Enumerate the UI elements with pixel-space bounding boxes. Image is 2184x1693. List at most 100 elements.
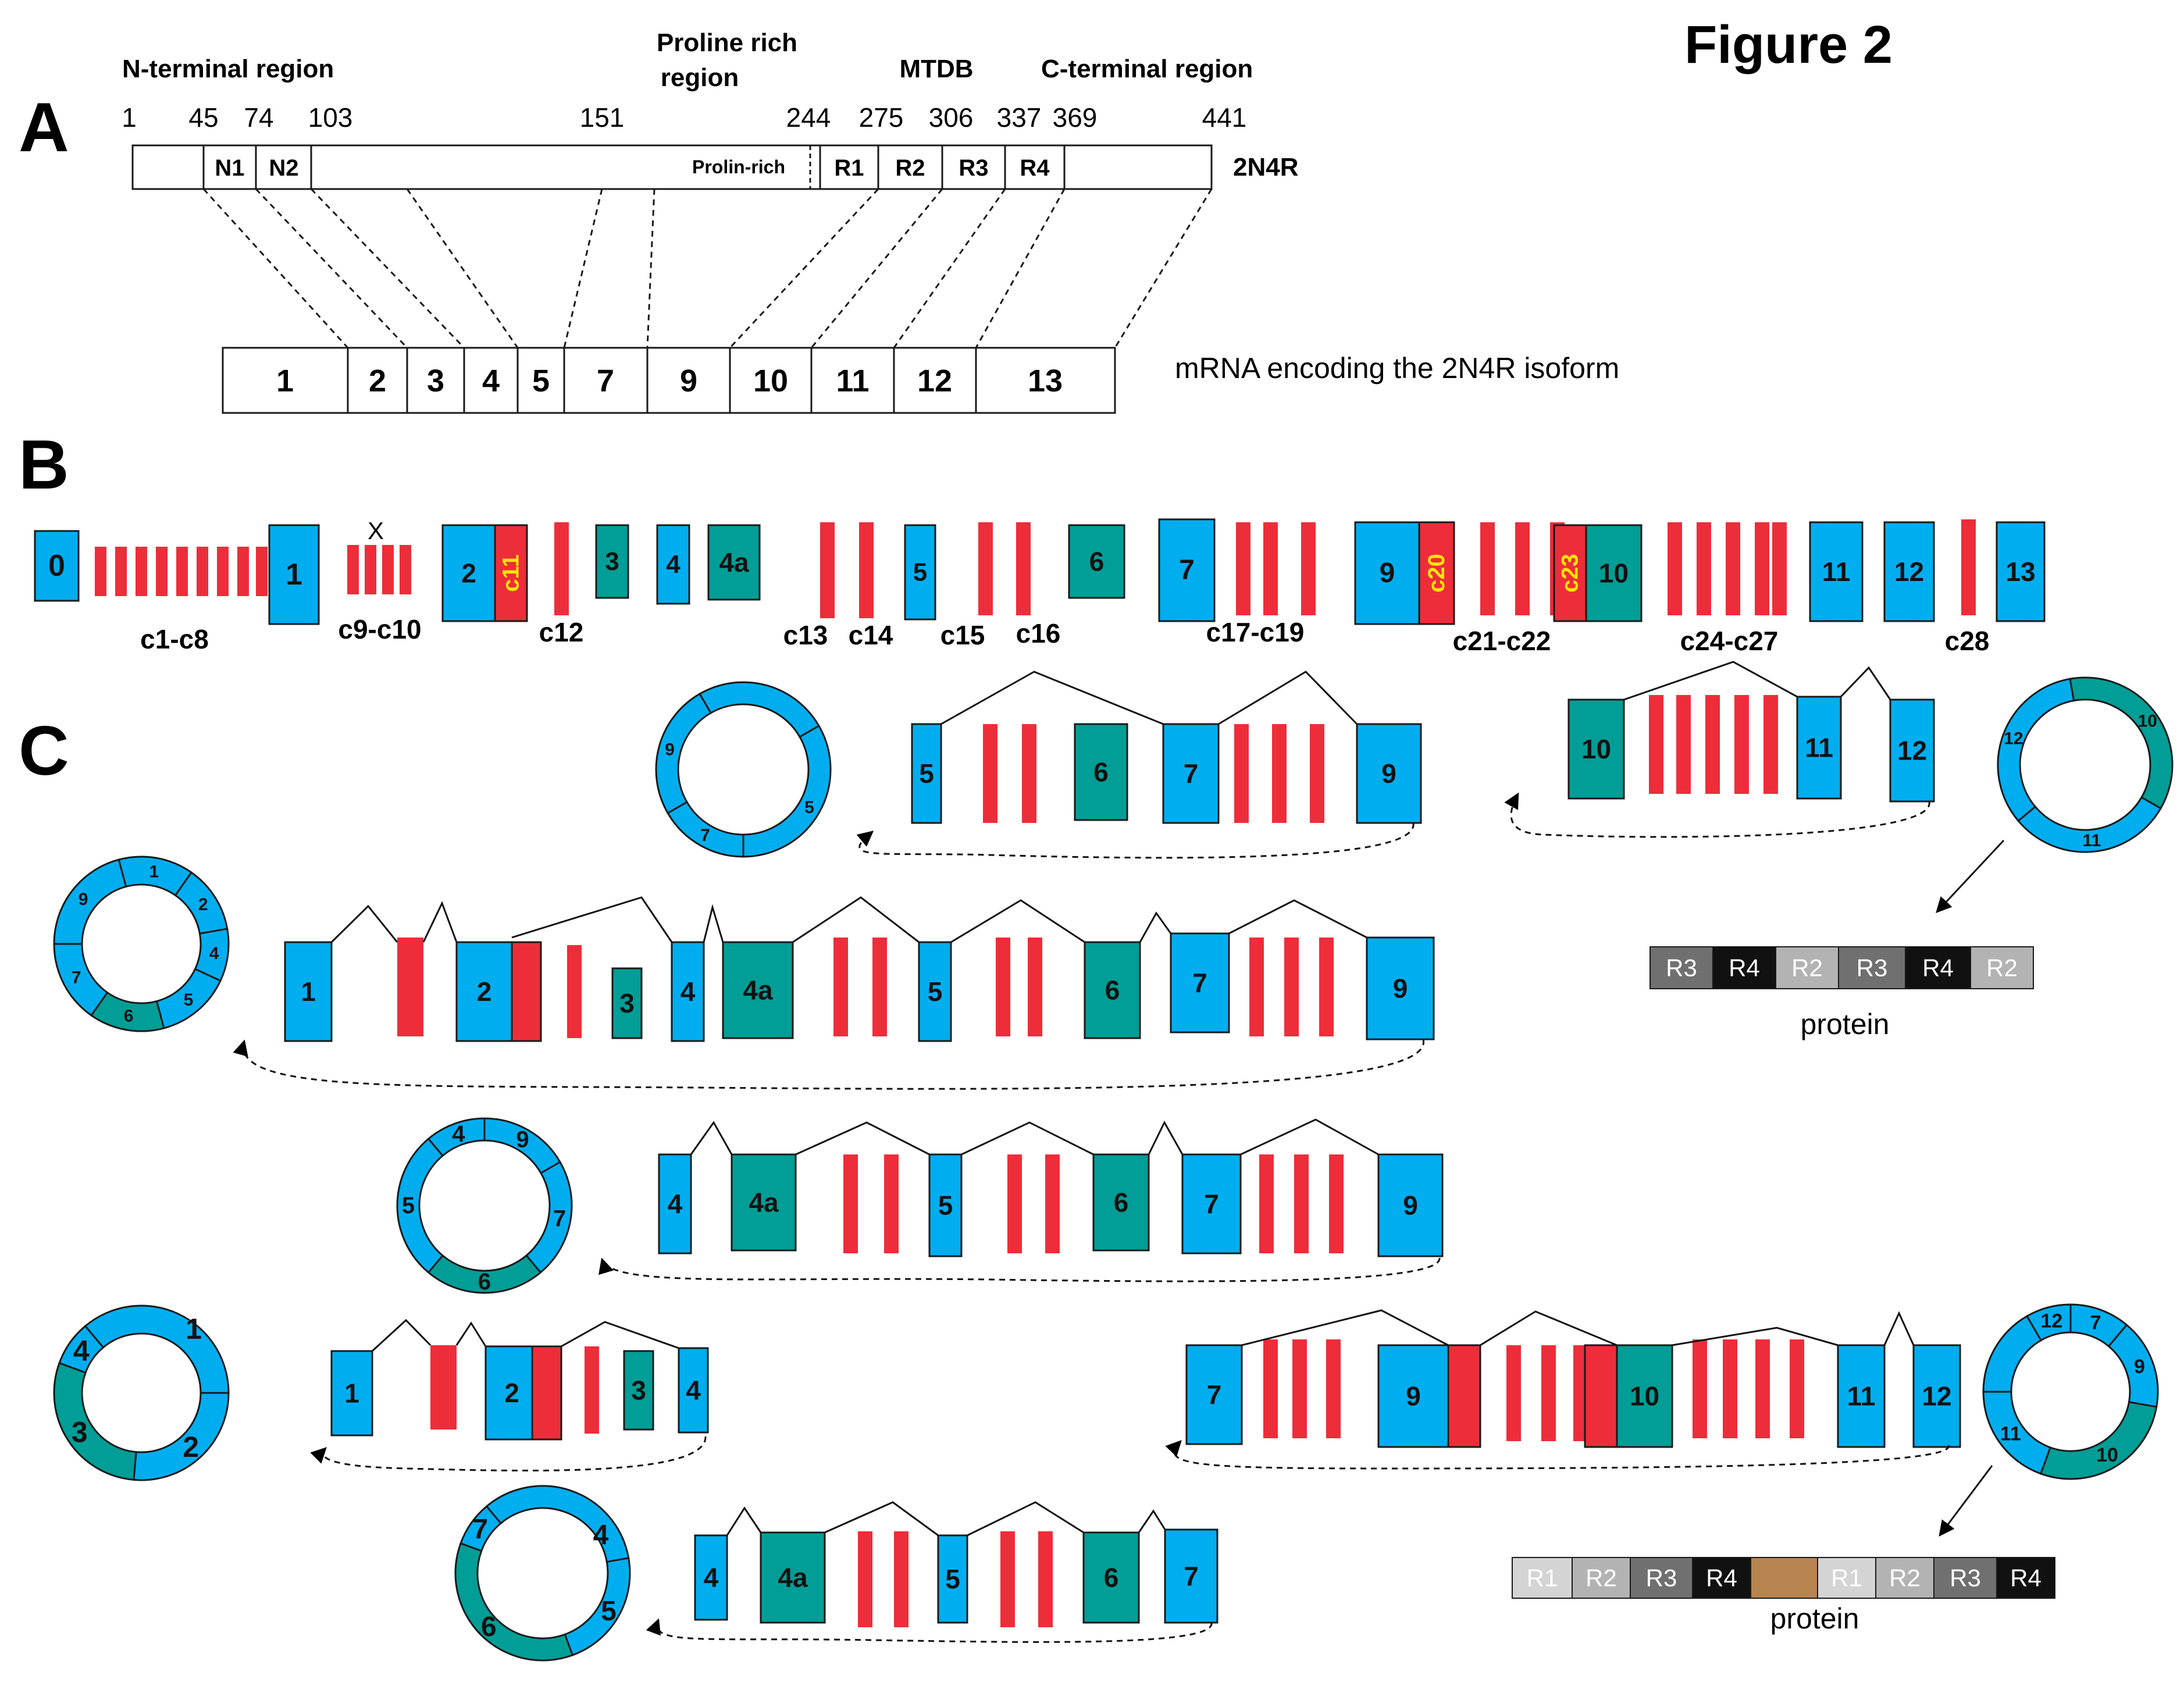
cluster-label: c12 (539, 617, 584, 647)
splice-junction (561, 1321, 679, 1349)
residue-number: 74 (244, 102, 273, 133)
cryptic-exon-bar (95, 547, 106, 596)
exon-label: 4 (704, 1563, 719, 1593)
exon-label: 1 (301, 976, 316, 1007)
exon-label: 10 (1630, 1381, 1659, 1412)
exon-box (1354, 521, 1420, 625)
domain-r2: R2 (895, 155, 925, 181)
exon-box (1377, 1153, 1444, 1257)
splice-junction (1228, 899, 1367, 939)
exon-label: 12 (2040, 1310, 2062, 1332)
circ-rna-segment (53, 858, 127, 945)
exon-box (1796, 696, 1842, 800)
exon-label: 7 (700, 826, 710, 845)
domain-n2: N2 (269, 155, 298, 181)
protein-repeat-label: R4 (1729, 954, 1760, 982)
splice-junction (1138, 1509, 1166, 1533)
exon-box (1883, 521, 1935, 622)
splice-junction (1939, 1465, 1993, 1537)
mrna-caption: mRNA encoding the 2N4R isoform (1175, 352, 1619, 384)
cluster-label: c28 (1945, 626, 1990, 656)
exon-box (656, 524, 690, 605)
protein-repeat (1649, 946, 1713, 989)
exon-label: 5 (938, 1191, 953, 1221)
cryptic-exon-bar (894, 1531, 908, 1627)
circ-rna-segment (53, 1361, 137, 1481)
cryptic-exon-bar (136, 547, 147, 596)
cryptic-exon-bar (1016, 522, 1031, 615)
protein-repeat (1838, 946, 1906, 989)
exon-box (904, 524, 936, 621)
circ-rna-segment (655, 693, 712, 815)
cryptic-exon-bar (176, 547, 188, 596)
exon-label: 10 (1599, 558, 1629, 589)
circ-rna-segment (2069, 676, 2174, 810)
cluster-label: c9-c10 (338, 614, 421, 644)
cryptic-exon-bar (1234, 724, 1249, 823)
protein-repeat (1750, 1557, 1818, 1599)
cluster-label: c21-c22 (1453, 626, 1551, 656)
cryptic-exon-bar (1723, 1339, 1737, 1438)
exon-box (1185, 1344, 1243, 1445)
cryptic-exon-bar (1294, 1154, 1309, 1253)
circ-rna-segment (1997, 678, 2075, 822)
exon-label: 5 (804, 798, 814, 817)
cryptic-exon-bar (1480, 522, 1495, 615)
cryptic-exon-bar (820, 522, 835, 618)
cryptic-exon-bar (156, 547, 168, 596)
exon-label: 5 (945, 1564, 960, 1594)
exon-box (918, 941, 952, 1042)
cryptic-exon-bar (1668, 522, 1682, 615)
cryptic-exon-bar (1000, 1531, 1015, 1627)
mrna-exon-label: 1 (276, 363, 294, 398)
backsplice-arrow (1504, 792, 1930, 838)
exon-label: 6 (1089, 547, 1105, 577)
cryptic-exon-bar (1693, 1339, 1707, 1438)
alternative-exon-box (1567, 698, 1625, 800)
cryptic-exon-bar (1705, 695, 1720, 794)
protein-repeat-label: R2 (1986, 954, 2018, 982)
cluster-label: c14 (849, 620, 893, 650)
cryptic-exon-bar (1553, 524, 1587, 622)
backsplice-arrow (598, 1257, 1441, 1282)
backsplice-arrow (1165, 1440, 1950, 1470)
exon-box (484, 1345, 539, 1441)
exon-box (1837, 1344, 1886, 1448)
exon-label: 1 (286, 558, 302, 591)
circ-rna-segment (459, 1505, 503, 1552)
protein-label: protein (1770, 1602, 1859, 1635)
splice-junction (1623, 661, 1798, 701)
protein-repeat-label: R3 (1950, 1564, 1981, 1592)
exon-box (1170, 932, 1230, 1033)
cryptic-exon-bar (859, 522, 874, 618)
protein-label: protein (1801, 1008, 1890, 1040)
mrna-exon-label: 10 (753, 363, 788, 398)
cryptic-exon-bar (833, 938, 848, 1036)
backsplice-arrow (233, 1039, 1424, 1090)
splice-junction (1218, 671, 1358, 725)
protein-repeat-label: R2 (1586, 1564, 1617, 1592)
mrna-bar (222, 347, 1116, 414)
cryptic-exon-bar (1272, 724, 1287, 823)
exon-label: 10 (2138, 711, 2157, 730)
cluster-label: c13 (783, 620, 828, 650)
cryptic-exon-bar (511, 941, 542, 1042)
cryptic-exon-bar (1263, 1339, 1278, 1438)
cluster-label: c17-c19 (1206, 617, 1305, 647)
cryptic-exon-bar (430, 1345, 457, 1430)
alternative-exon-box (760, 1531, 826, 1624)
cryptic-exon-bar (1755, 522, 1769, 615)
circ-rna-segment (133, 1392, 230, 1481)
cryptic-exon-bar (1726, 522, 1740, 615)
exon-box (1996, 521, 2046, 622)
splice-junction (330, 904, 398, 943)
cryptic-exon-bar (1284, 938, 1299, 1036)
protein-repeat-label: R2 (1889, 1564, 1921, 1592)
protein-repeat-label: R3 (1666, 954, 1697, 982)
exon-label: 5 (184, 990, 194, 1010)
residue-number: 369 (1053, 102, 1098, 133)
exon-label: 4 (681, 976, 696, 1007)
cryptic-exon-bar (115, 547, 127, 596)
